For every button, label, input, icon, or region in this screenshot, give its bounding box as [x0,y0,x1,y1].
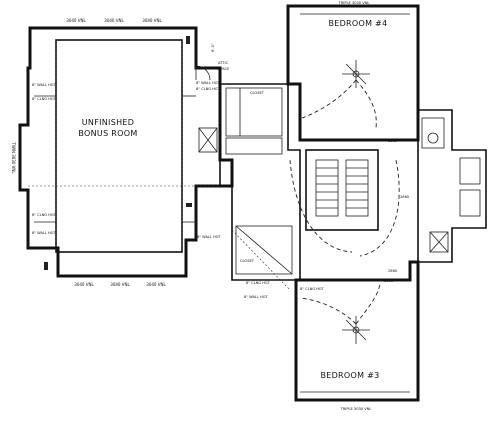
stairway [289,149,400,257]
window-label: 3040 VNL [104,18,124,23]
ceiling-fan-icon [342,316,370,344]
bedroom-4: BEDROOM #4 TRIPLE 3030 VNL 2860 [286,1,420,143]
ceiling-fan-icon [342,60,370,88]
ceiling-height-note: 8" CLNG HGT [32,213,57,217]
attic-space-label: SPACE [218,67,230,71]
ceiling-height-note: 8" CLNG HGT [32,97,57,101]
closet-label: CLOSET [250,91,265,95]
door-size-label: 2860 [384,279,394,283]
dimension-label: 6'-0" [211,43,215,52]
bonus-room-label: BONUS ROOM [78,129,137,138]
door-size-label: 2860 [388,139,398,143]
wall-height-note: 8" WALL HGT [196,81,220,85]
ceiling-height-note: 8" CLNG HGT [196,87,221,91]
bedroom-3-label: BEDROOM #3 [320,371,379,380]
window-label: 3040 VNL [142,18,162,23]
ceiling-height-note: 8" CLNG HGT [300,287,325,291]
center-hall: CLOSET CLOSET 8" CLNG HGT 8" WALL HGT [219,83,301,299]
bedroom-4-label: BEDROOM #4 [328,19,387,28]
window-label: 3040 VNL [66,18,86,23]
door-size-label: 2860 [388,269,398,273]
door-size-label: 2860 [400,195,410,199]
bathroom: 2860 [400,109,487,263]
wall-height-note: 8" WALL HGT [32,231,56,235]
window-label: 3040 VNL [146,282,166,287]
bonus-room-label: UNFINISHED [82,118,134,127]
window-label: 3040 VNL [74,282,94,287]
ceiling-height-note: 8" CLNG HGT [246,281,271,285]
wall-height-note: 8" WALL HGT [244,295,268,299]
bedroom-3: BEDROOM #3 TRIPLE 3030 VNL 2860 2860 8" … [294,260,420,411]
wall-height-note: 8" WALL HGT [32,83,56,87]
wall-height-note: 8" WALL HGT [197,235,221,239]
window-label: 3040 VNL [110,282,130,287]
window-label: TRIPLE 3030 VNL [340,407,372,411]
window-label: TRIPLE 3030 VNL [338,1,370,5]
attic-space-label: ATTIC [218,61,229,65]
window-label: TWIN 3030 VNL [11,141,16,174]
attic-space: ATTIC SPACE [195,61,230,81]
attic-access-hatch [198,127,218,153]
bonus-room: UNFINISHED BONUS ROOM 3040 VNL 3040 VNL … [11,18,234,287]
closet-label: CLOSET [240,259,255,263]
